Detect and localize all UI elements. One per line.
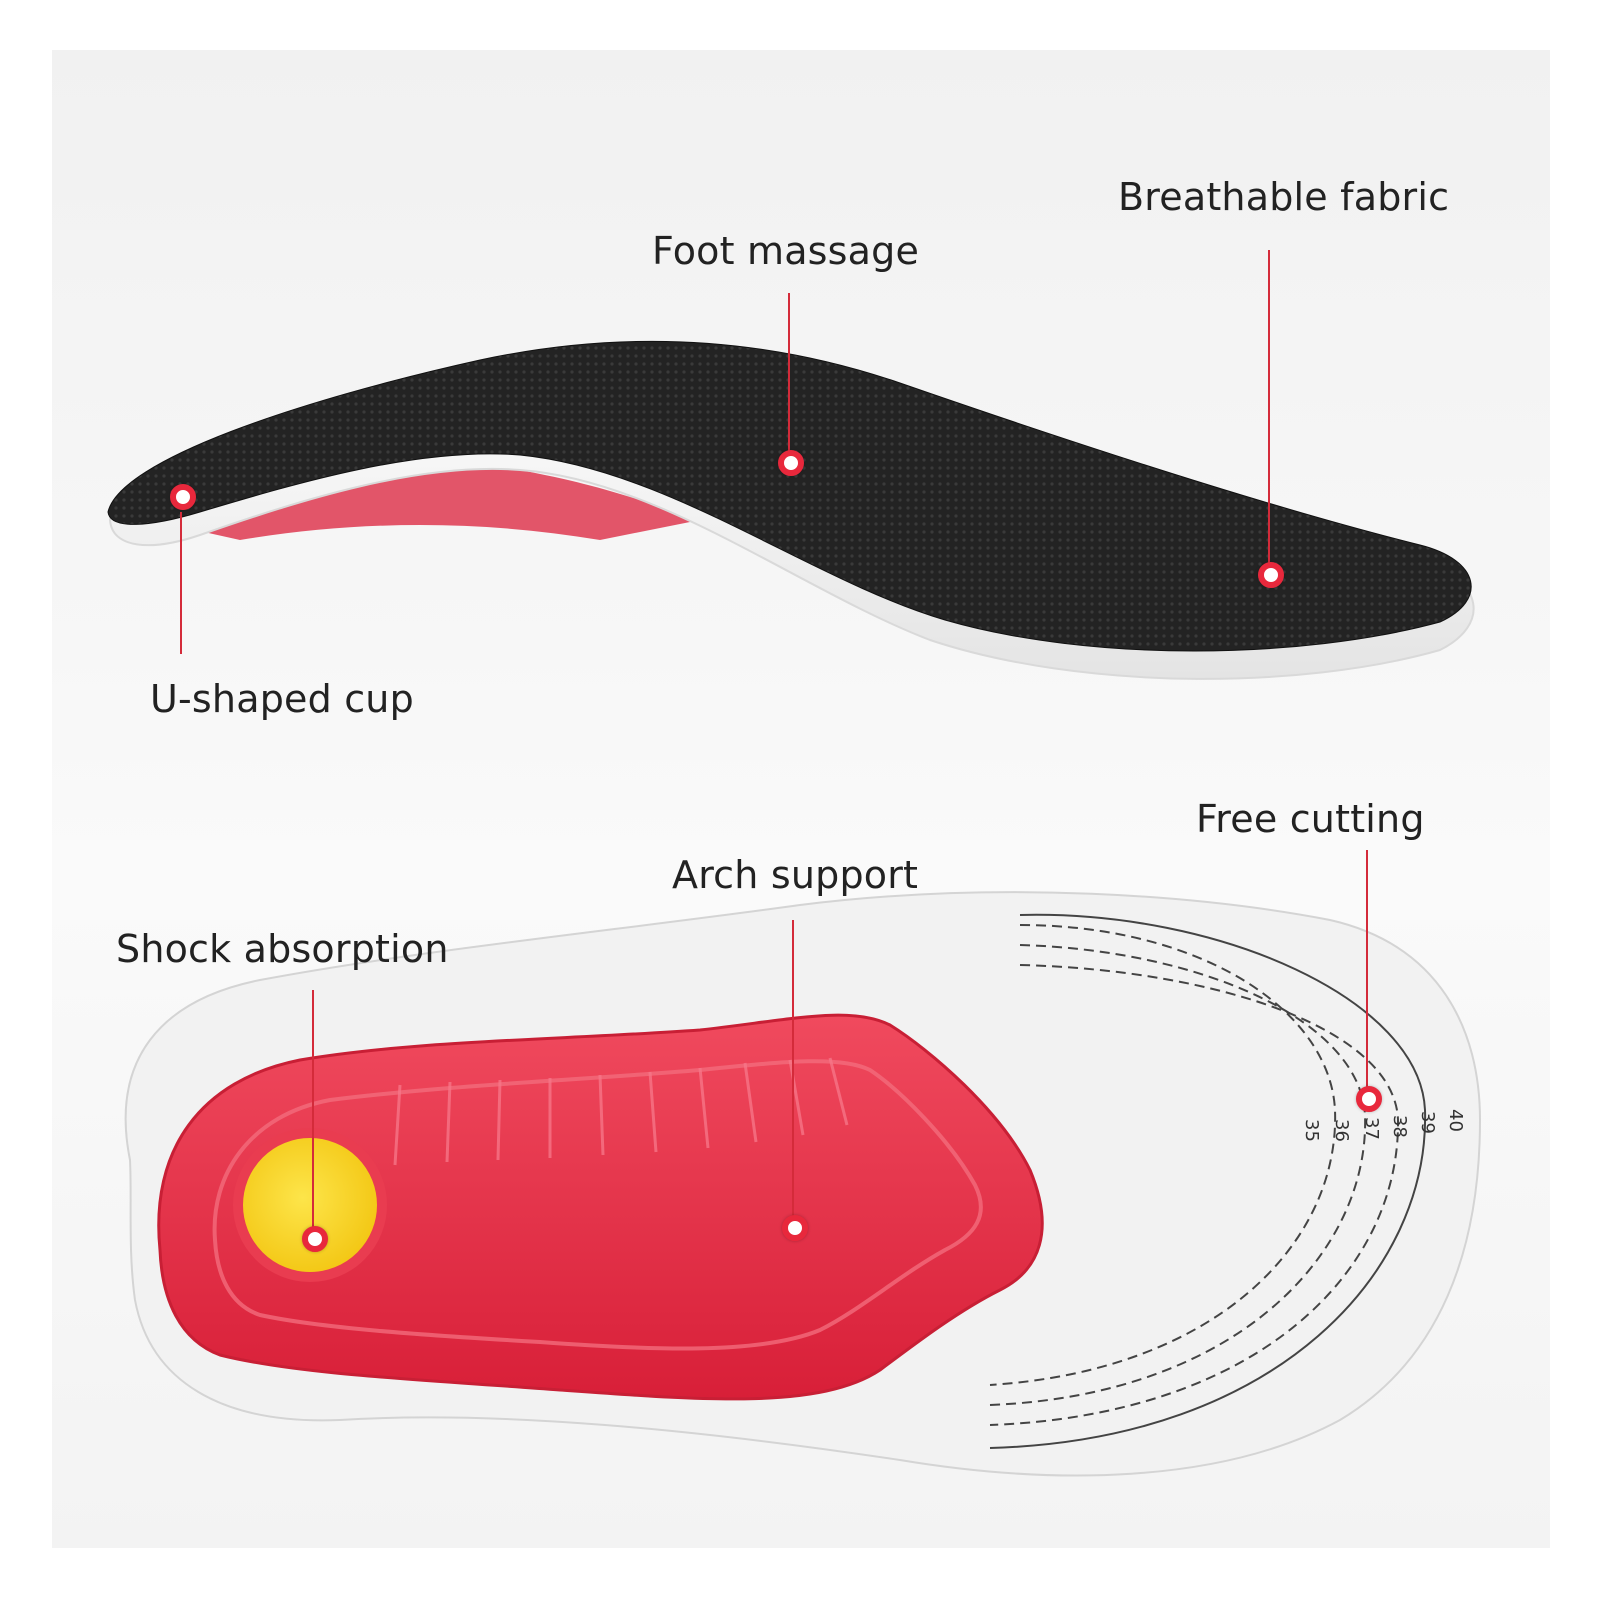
size-mark-40: 40 bbox=[1444, 1109, 1466, 1132]
callout-line-foot-massage bbox=[788, 293, 790, 453]
callout-dot-u-shaped-cup bbox=[170, 484, 196, 510]
size-mark-38: 38 bbox=[1388, 1115, 1410, 1138]
size-mark-36: 36 bbox=[1330, 1119, 1352, 1142]
label-shock-absorption: Shock absorption bbox=[116, 927, 449, 971]
label-u-shaped-cup: U-shaped cup bbox=[150, 677, 414, 721]
label-foot-massage: Foot massage bbox=[652, 229, 920, 273]
callout-line-arch-support bbox=[792, 920, 794, 1218]
callout-dot-shock-absorption bbox=[302, 1226, 328, 1252]
label-free-cutting: Free cutting bbox=[1196, 797, 1425, 841]
size-mark-39: 39 bbox=[1416, 1111, 1438, 1134]
size-mark-35: 35 bbox=[1300, 1119, 1322, 1142]
callout-line-breathable-fabric bbox=[1268, 250, 1270, 565]
side-view-insole bbox=[107, 340, 1475, 680]
callout-dot-breathable-fabric bbox=[1258, 562, 1284, 588]
callout-line-free-cutting bbox=[1366, 850, 1368, 1090]
callout-dot-free-cutting bbox=[1356, 1086, 1382, 1112]
label-breathable-fabric: Breathable fabric bbox=[1118, 175, 1450, 219]
callout-line-u-shaped-cup bbox=[180, 512, 182, 654]
callout-dot-arch-support bbox=[782, 1215, 808, 1241]
callout-line-shock-absorption bbox=[312, 990, 314, 1228]
callout-dot-foot-massage bbox=[778, 450, 804, 476]
top-view-insole bbox=[124, 891, 1482, 1477]
label-arch-support: Arch support bbox=[672, 853, 919, 897]
size-mark-37: 37 bbox=[1360, 1117, 1382, 1140]
